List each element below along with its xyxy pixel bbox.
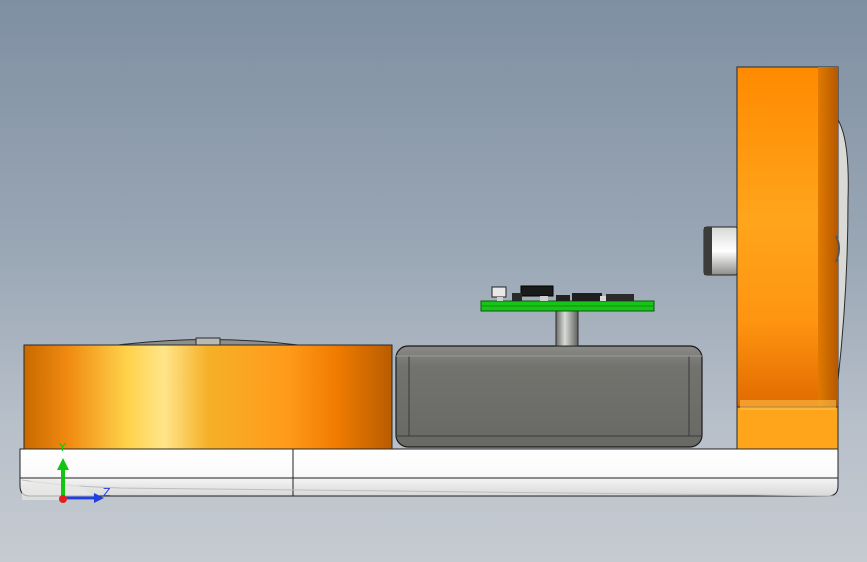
z-axis-label: Z [103,486,111,499]
base-plate[interactable] [19,448,839,497]
x-axis-point [59,495,67,503]
left-motor-drum[interactable] [23,337,393,450]
enclosure-box[interactable] [395,345,703,448]
y-axis-arrowhead [57,458,69,470]
y-axis-label: Y [59,441,66,454]
support-shaft[interactable] [555,310,579,347]
circuit-board[interactable] [480,285,655,312]
coordinate-triad [22,458,104,503]
z-axis-arrowhead [94,493,104,503]
right-wheel[interactable] [736,66,849,450]
wheel-axle[interactable] [703,226,739,276]
